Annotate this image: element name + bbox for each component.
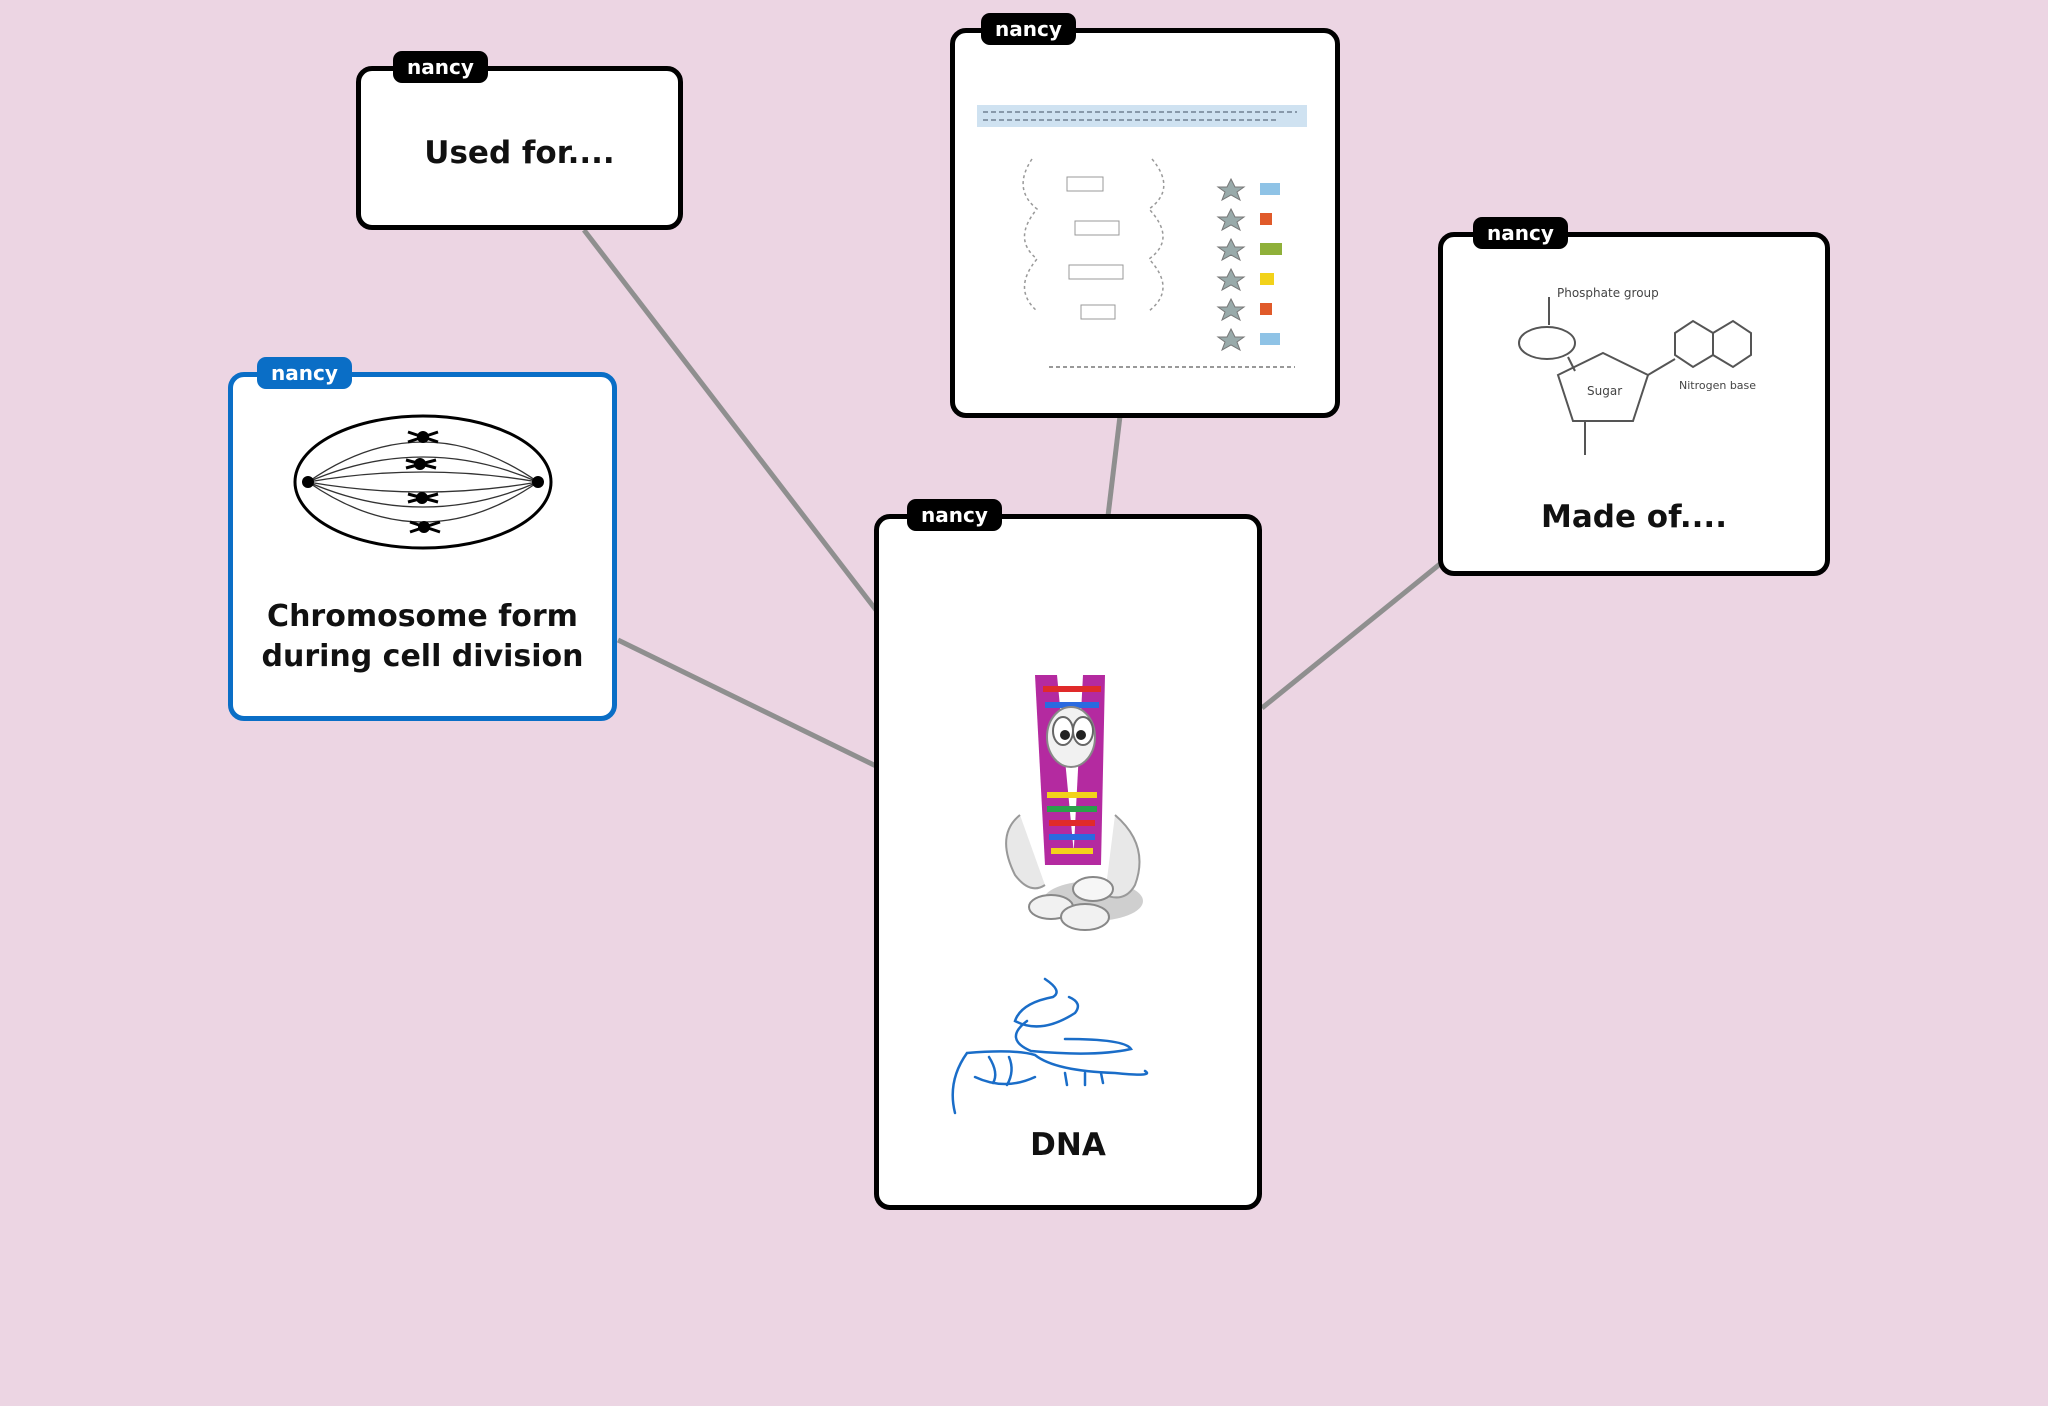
card-used-for[interactable]: nancy Used for.... <box>356 51 683 230</box>
card-title: DNA <box>1030 1127 1106 1163</box>
card-chromosome[interactable]: nancy Chromosome <box>228 357 617 721</box>
card-worksheet[interactable]: nancy <box>950 13 1340 418</box>
link-worksheet <box>1105 415 1123 517</box>
link-chromosome <box>616 637 878 769</box>
author-tag: nancy <box>393 51 488 83</box>
link-used-for <box>582 228 878 612</box>
phosphate-label: Phosphate group <box>1557 286 1659 300</box>
card-made-of[interactable]: nancy Phosphate group Sugar Nitrogen bas… <box>1438 217 1830 576</box>
cell-division-diagram <box>293 414 553 550</box>
link-made-of <box>1260 562 1442 710</box>
worksheet-image <box>977 105 1307 368</box>
card-title: Used for.... <box>424 135 615 171</box>
base-label: Nitrogen base <box>1679 379 1756 392</box>
nucleotide-diagram: Phosphate group Sugar Nitrogen base <box>1518 286 1756 455</box>
card-title-line1: Chromosome form <box>267 599 578 634</box>
card-title-line2: during cell division <box>261 639 584 674</box>
handwritten-scribble <box>951 977 1149 1115</box>
dna-mascot-image <box>1005 675 1143 931</box>
card-dna[interactable]: nancy <box>874 499 1262 1210</box>
author-tag: nancy <box>1473 217 1568 249</box>
author-tag: nancy <box>257 357 352 389</box>
author-tag: nancy <box>907 499 1002 531</box>
card-title: Made of.... <box>1541 499 1727 535</box>
author-tag: nancy <box>981 13 1076 45</box>
sugar-label: Sugar <box>1587 384 1622 398</box>
